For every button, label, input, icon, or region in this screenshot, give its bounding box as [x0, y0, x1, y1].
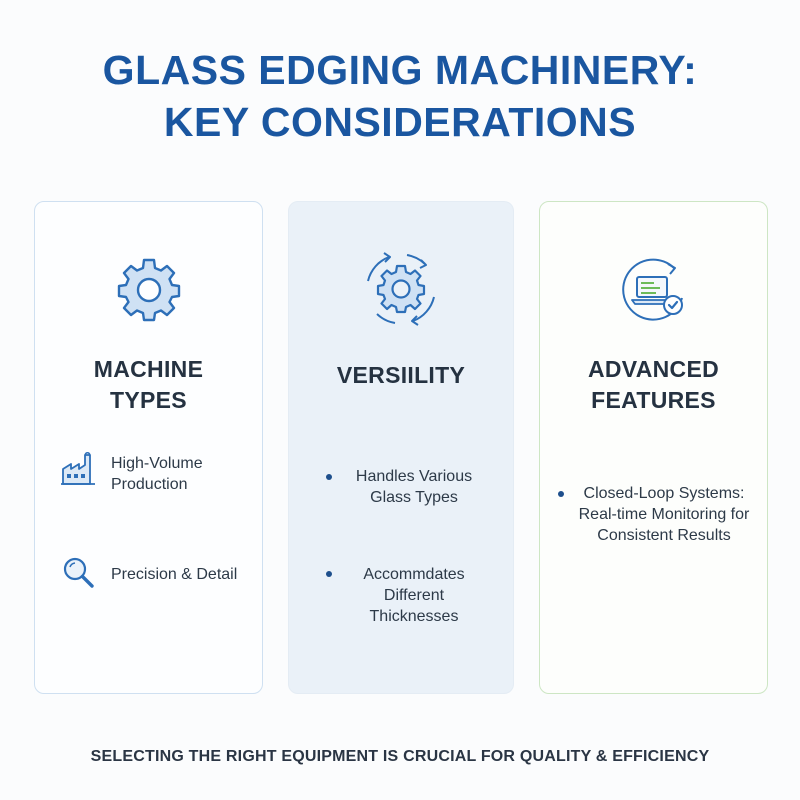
card-heading: VERSIILITY — [336, 362, 466, 388]
card-heading: MACHINE TYPES — [93, 356, 204, 413]
card-machine-types: MACHINE TYPES High-Volume Production Pre… — [34, 201, 263, 694]
bullet — [326, 474, 332, 480]
magnifier-icon — [63, 557, 94, 588]
feature-glass-types: Handles Various Glass Types — [355, 468, 473, 506]
card-versatility: VERSIILITY Handles Various Glass Types A… — [288, 201, 514, 694]
laptop-check-icon — [621, 258, 683, 321]
page-title-line-1: GLASS EDGING MACHINERY: — [102, 47, 698, 93]
page-title: GLASS EDGING MACHINERY: KEY CONSIDERATIO… — [0, 44, 800, 148]
page-title-line-2: KEY CONSIDERATIONS — [163, 99, 637, 145]
rotating-gear-icon — [367, 252, 435, 326]
feature-closed-loop: Closed-Loop Systems: Real-time Monitorin… — [578, 485, 750, 544]
feature-thicknesses: Accommdates Different Thicknesses — [363, 566, 465, 625]
gear-icon — [117, 258, 180, 322]
bullet — [558, 491, 564, 497]
card-heading: ADVANCED FEATURES — [587, 356, 720, 413]
card-advanced-features: ADVANCED FEATURES Closed-Loop Systems: R… — [539, 201, 768, 694]
footer-tagline: SELECTING THE RIGHT EQUIPMENT IS CRUCIAL… — [90, 748, 710, 765]
bullet — [326, 571, 332, 577]
factory-icon — [61, 452, 95, 485]
